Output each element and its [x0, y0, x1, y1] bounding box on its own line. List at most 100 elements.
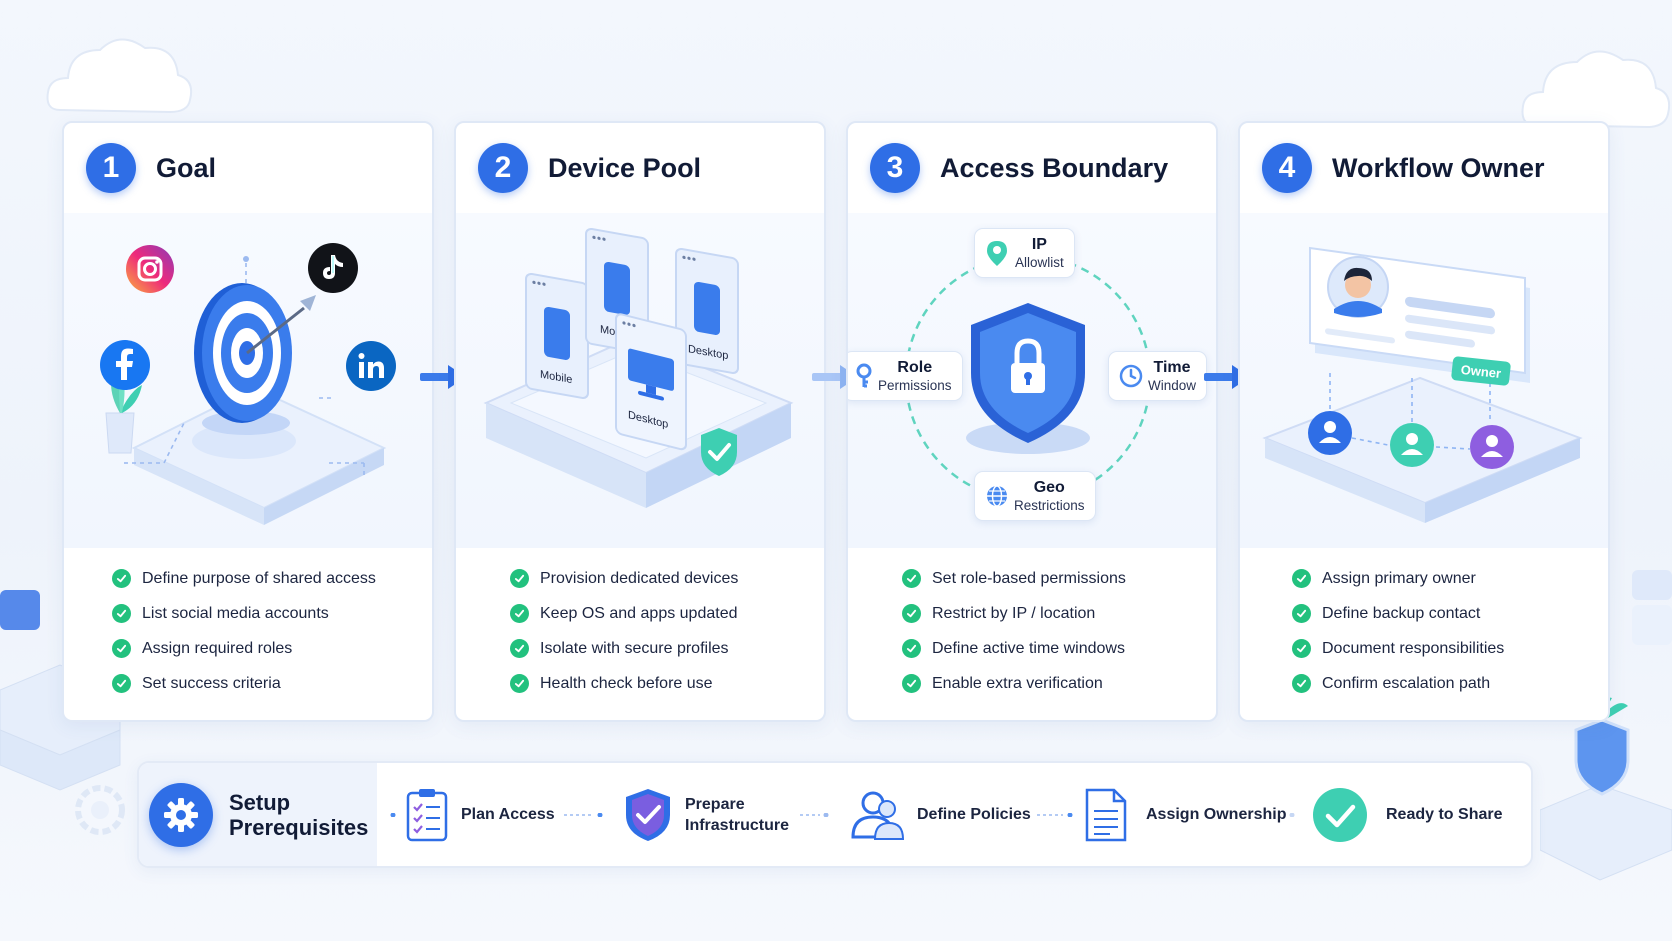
user-avatar-purple	[1470, 425, 1514, 469]
goal-card-header: 1 Goal	[86, 143, 216, 193]
step-ready-to-share: Ready to Share	[1312, 763, 1502, 866]
list-item: Enable extra verification	[902, 666, 1126, 701]
workflow-owner-checklist: Assign primary owner Define backup conta…	[1292, 561, 1504, 701]
access-boundary-card-header: 3 Access Boundary	[870, 143, 1168, 193]
device-card-desktop-right: Desktop	[675, 247, 739, 374]
background-gear-left	[75, 785, 125, 835]
list-item: Restrict by IP / location	[902, 596, 1126, 631]
access-boundary-illustration	[904, 254, 1152, 502]
goal-checklist: Define purpose of shared access List soc…	[112, 561, 376, 701]
list-item: Health check before use	[510, 666, 738, 701]
tiktok-icon	[308, 243, 358, 293]
step-connector	[390, 813, 396, 817]
list-item: Define purpose of shared access	[112, 561, 376, 596]
card-title: Access Boundary	[940, 152, 1169, 183]
check-icon	[510, 674, 529, 693]
step-number-badge: 4	[1262, 143, 1312, 193]
step-connector	[1037, 813, 1073, 817]
instagram-icon	[126, 245, 174, 293]
check-icon	[1292, 674, 1311, 693]
setup-prerequisites-title: Setup Prerequisites	[229, 789, 369, 840]
list-item: Define active time windows	[902, 631, 1126, 666]
owner-profile-card	[1309, 246, 1530, 383]
step-number-badge: 1	[86, 143, 136, 193]
workflow-owner-illustration	[1262, 246, 1583, 523]
list-item: Set role-based permissions	[902, 561, 1126, 596]
check-icon	[1292, 569, 1311, 588]
access-boundary-card: 3 Access Boundary IP Allowlist	[846, 121, 1218, 722]
device-label: Mobile	[540, 369, 572, 387]
check-icon	[112, 569, 131, 588]
clipboard-checklist-icon	[406, 788, 448, 841]
document-icon	[1085, 788, 1127, 841]
list-item: Provision dedicated devices	[510, 561, 738, 596]
device-pool-card-header: 2 Device Pool	[478, 143, 701, 193]
shield-check-icon	[701, 428, 737, 476]
goal-illustration	[105, 256, 387, 525]
step-assign-ownership: Assign Ownership	[1084, 763, 1286, 866]
location-pin-icon	[987, 241, 1007, 266]
device-pool-card: 2 Device Pool Mobile Mobile Deskt	[454, 121, 826, 722]
goal-platform	[131, 386, 387, 525]
step-label: Assign Ownership	[1146, 806, 1287, 823]
check-icon	[902, 569, 921, 588]
workflow-owner-card-header: 4 Workflow Owner	[1262, 143, 1545, 193]
geo-restrictions-tag: Geo Restrictions	[974, 471, 1096, 521]
card-title: Workflow Owner	[1332, 152, 1545, 183]
step-number-badge: 2	[478, 143, 528, 193]
device-pool-checklist: Provision dedicated devices Keep OS and …	[510, 561, 738, 701]
device-pool-illustration: Mobile Mobile Desktop Desktop	[483, 227, 794, 508]
background-block-right	[1632, 570, 1672, 645]
time-window-tag: Time Window	[1108, 351, 1208, 401]
user-avatar-teal	[1390, 423, 1434, 467]
step-connector	[564, 813, 603, 817]
list-item: Define backup contact	[1292, 596, 1504, 631]
workflow-owner-card: 4 Workflow Owner	[1238, 121, 1610, 722]
shield-check-icon	[626, 788, 670, 841]
check-icon	[112, 639, 131, 658]
list-item: Assign required roles	[112, 631, 376, 666]
facebook-icon	[100, 340, 150, 390]
check-icon	[510, 569, 529, 588]
check-icon	[1292, 639, 1311, 658]
user-avatar-blue	[1308, 411, 1352, 455]
list-item: Isolate with secure profiles	[510, 631, 738, 666]
clock-icon	[1119, 364, 1143, 388]
check-icon	[902, 639, 921, 658]
gear-icon	[149, 782, 213, 847]
list-item: Assign primary owner	[1292, 561, 1504, 596]
step-plan-access: Plan Access	[405, 763, 555, 866]
card-title: Device Pool	[548, 152, 702, 183]
check-icon	[1292, 604, 1311, 623]
owner-connector-lines	[1329, 373, 1491, 450]
device-card-mobile-left: Mobile	[525, 272, 589, 399]
users-icon	[851, 791, 905, 840]
background-cloud-left	[46, 38, 193, 114]
step-prepare-infrastructure: Prepare Infrastructure	[623, 763, 789, 866]
step-define-policies: Define Policies	[849, 763, 1031, 866]
access-boundary-checklist: Set role-based permissions Restrict by I…	[902, 561, 1126, 701]
setup-prerequisites-bar: Setup Prerequisites Plan Access Prepare …	[137, 761, 1533, 868]
step-label: Plan Access	[461, 806, 555, 823]
step-connector	[1289, 813, 1295, 817]
list-item: List social media accounts	[112, 596, 376, 631]
checkmark-circle-icon	[1313, 787, 1367, 842]
step-number-badge: 3	[870, 143, 920, 193]
plant-decoration	[105, 363, 142, 454]
step-connector	[800, 813, 829, 817]
setup-prerequisites-header: Setup Prerequisites	[139, 763, 377, 866]
device-card-desktop-front: Desktop	[615, 313, 687, 451]
globe-icon	[987, 485, 1007, 507]
list-item: Confirm escalation path	[1292, 666, 1504, 701]
ip-allowlist-tag: IP Allowlist	[974, 228, 1075, 278]
step-label: Define Policies	[917, 806, 1031, 823]
lock-shield-icon	[971, 303, 1085, 443]
check-icon	[112, 604, 131, 623]
key-icon	[856, 363, 872, 388]
step-label: Prepare Infrastructure	[685, 795, 790, 834]
check-icon	[510, 604, 529, 623]
list-item: Document responsibilities	[1292, 631, 1504, 666]
linkedin-icon	[346, 341, 396, 391]
goal-card: 1 Goal	[62, 121, 434, 722]
check-icon	[902, 604, 921, 623]
